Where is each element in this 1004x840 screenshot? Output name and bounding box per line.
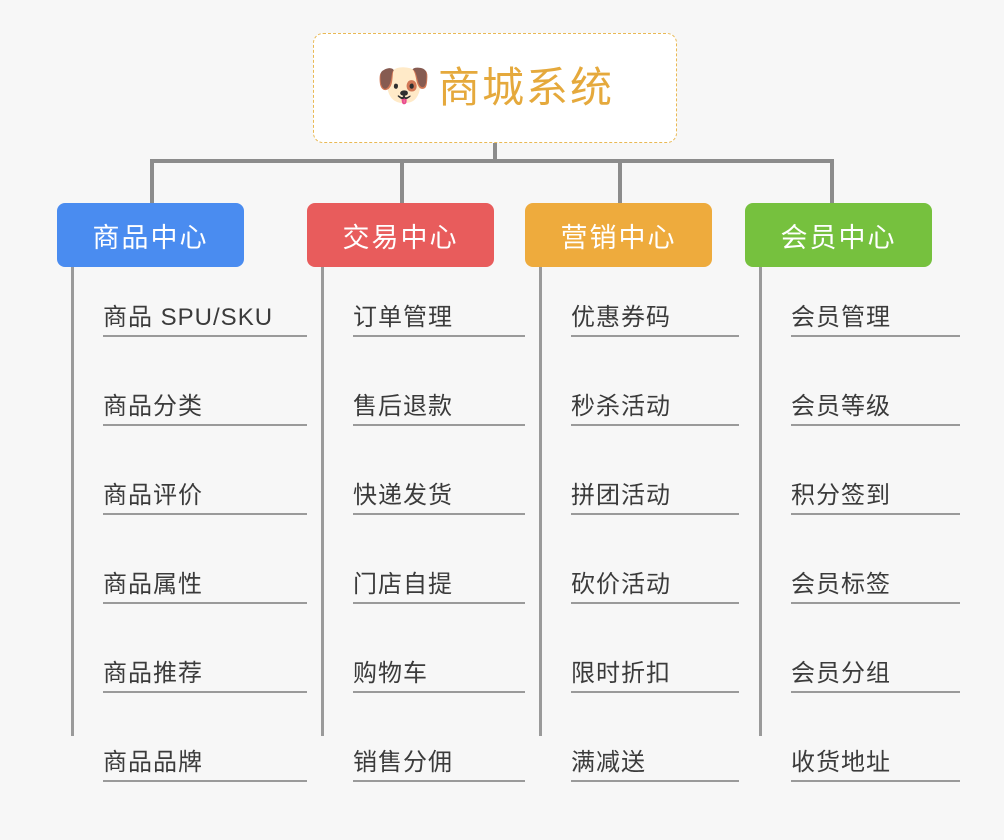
category-column-member: 会员中心 会员管理 会员等级 积分签到 会员标签 会员分组 收货地址 xyxy=(745,203,960,782)
category-node-member[interactable]: 会员中心 xyxy=(745,203,932,267)
list-item[interactable]: 会员管理 xyxy=(791,267,960,337)
list-item[interactable]: 积分签到 xyxy=(791,426,960,515)
list-item[interactable]: 销售分佣 xyxy=(353,693,525,782)
list-item[interactable]: 购物车 xyxy=(353,604,525,693)
list-item-label: 商品品牌 xyxy=(103,748,203,776)
list-item-label: 销售分佣 xyxy=(353,748,453,776)
root-node-title: 商城系统 xyxy=(437,64,614,111)
category-node-product[interactable]: 商品中心 xyxy=(57,203,244,267)
list-item[interactable]: 商品品牌 xyxy=(103,693,307,782)
connector-drop-3 xyxy=(618,159,622,203)
connector-drop-2 xyxy=(400,159,404,203)
list-item-label: 门店自提 xyxy=(353,570,453,598)
list-item-label: 会员标签 xyxy=(791,570,891,598)
list-item[interactable]: 优惠券码 xyxy=(571,267,739,337)
category-column-product: 商品中心 商品 SPU/SKU 商品分类 商品评价 商品属性 商品推荐 商品品牌 xyxy=(57,203,307,782)
list-item-label: 秒杀活动 xyxy=(571,392,671,420)
category-column-marketing: 营销中心 优惠券码 秒杀活动 拼团活动 砍价活动 限时折扣 满减送 xyxy=(525,203,739,782)
category-label: 会员中心 xyxy=(780,222,897,253)
connector-drop-4 xyxy=(830,159,834,203)
list-item-label: 售后退款 xyxy=(353,392,453,420)
list-item[interactable]: 秒杀活动 xyxy=(571,337,739,426)
list-item-label: 砍价活动 xyxy=(571,570,671,598)
list-item[interactable]: 收货地址 xyxy=(791,693,960,782)
list-item[interactable]: 售后退款 xyxy=(353,337,525,426)
list-item-label: 优惠券码 xyxy=(571,303,671,331)
connector-root-stem xyxy=(493,143,497,163)
category-children-trade: 订单管理 售后退款 快递发货 门店自提 购物车 销售分佣 xyxy=(321,267,525,782)
list-item-label: 限时折扣 xyxy=(571,659,671,687)
list-item-label: 商品属性 xyxy=(103,570,203,598)
list-item[interactable]: 商品推荐 xyxy=(103,604,307,693)
category-children-marketing: 优惠券码 秒杀活动 拼团活动 砍价活动 限时折扣 满减送 xyxy=(539,267,739,782)
list-item-label: 会员管理 xyxy=(791,303,891,331)
list-item[interactable]: 限时折扣 xyxy=(571,604,739,693)
list-item[interactable]: 拼团活动 xyxy=(571,426,739,515)
category-children-product: 商品 SPU/SKU 商品分类 商品评价 商品属性 商品推荐 商品品牌 xyxy=(71,267,307,782)
list-item[interactable]: 商品属性 xyxy=(103,515,307,604)
list-item-label: 会员分组 xyxy=(791,659,891,687)
list-item-label: 收货地址 xyxy=(791,748,891,776)
category-children-member: 会员管理 会员等级 积分签到 会员标签 会员分组 收货地址 xyxy=(759,267,960,782)
connector-horizontal-bus xyxy=(150,159,834,163)
list-item[interactable]: 商品评价 xyxy=(103,426,307,515)
list-item[interactable]: 商品分类 xyxy=(103,337,307,426)
list-item-label: 会员等级 xyxy=(791,392,891,420)
shiba-dog-face-icon: 🐶 xyxy=(375,61,431,110)
list-item-label: 商品 SPU/SKU xyxy=(103,303,274,331)
list-item[interactable]: 门店自提 xyxy=(353,515,525,604)
category-label: 商品中心 xyxy=(92,222,209,253)
list-item[interactable]: 快递发货 xyxy=(353,426,525,515)
list-item[interactable]: 满减送 xyxy=(571,693,739,782)
list-item[interactable]: 会员等级 xyxy=(791,337,960,426)
category-column-trade: 交易中心 订单管理 售后退款 快递发货 门店自提 购物车 销售分佣 xyxy=(307,203,525,782)
list-item-label: 拼团活动 xyxy=(571,481,671,509)
list-item-label: 满减送 xyxy=(571,748,646,776)
list-item[interactable]: 会员分组 xyxy=(791,604,960,693)
list-item-label: 订单管理 xyxy=(353,303,453,331)
list-item-label: 购物车 xyxy=(353,659,428,687)
list-item-label: 商品推荐 xyxy=(103,659,203,687)
category-node-marketing[interactable]: 营销中心 xyxy=(525,203,712,267)
connector-drop-1 xyxy=(150,159,154,203)
root-node-card[interactable]: 🐶 商城系统 xyxy=(313,33,677,143)
list-item-label: 商品分类 xyxy=(103,392,203,420)
list-item-label: 商品评价 xyxy=(103,481,203,509)
list-item[interactable]: 砍价活动 xyxy=(571,515,739,604)
list-item[interactable]: 订单管理 xyxy=(353,267,525,337)
list-item[interactable]: 商品 SPU/SKU xyxy=(103,267,307,337)
category-label: 营销中心 xyxy=(560,222,677,253)
list-item[interactable]: 会员标签 xyxy=(791,515,960,604)
list-item-label: 积分签到 xyxy=(791,481,891,509)
list-item-label: 快递发货 xyxy=(353,481,453,509)
category-label: 交易中心 xyxy=(342,222,459,253)
category-node-trade[interactable]: 交易中心 xyxy=(307,203,494,267)
